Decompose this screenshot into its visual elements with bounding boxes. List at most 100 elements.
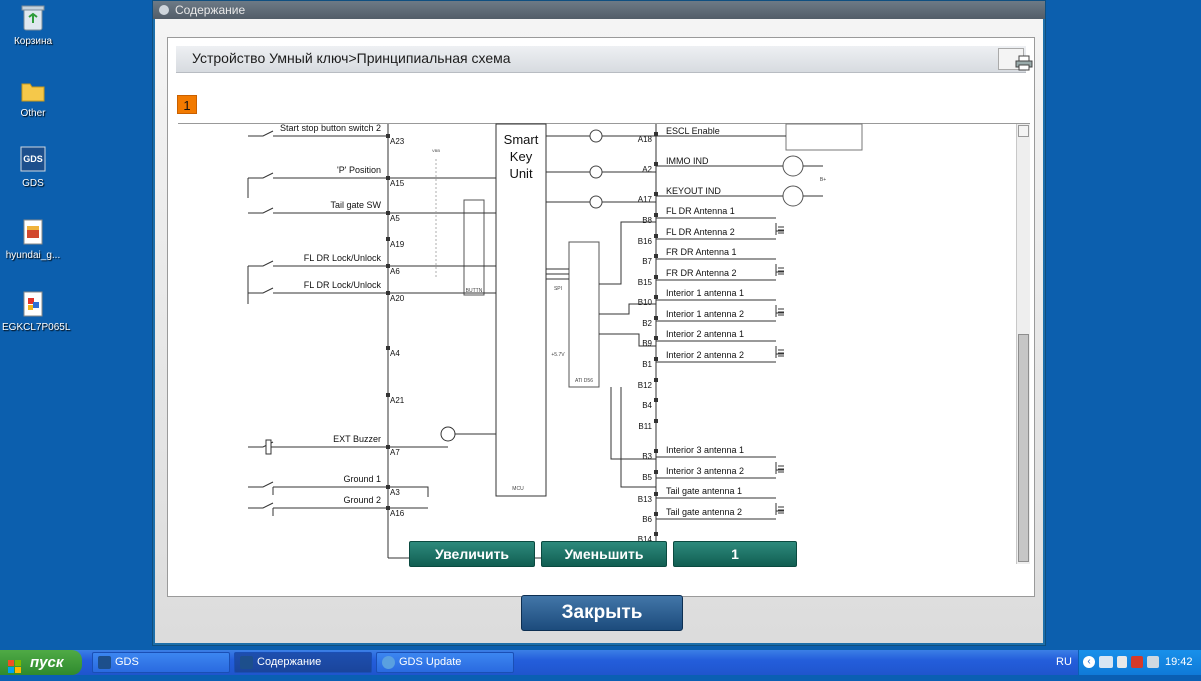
windows-flag-icon xyxy=(8,656,22,673)
output-signal-label: Interior 1 antenna 1 xyxy=(666,288,744,298)
pin-label: B7 xyxy=(642,257,652,266)
pin-marker xyxy=(386,346,390,350)
close-button[interactable]: Закрыть xyxy=(521,595,683,631)
document-file-icon xyxy=(20,290,46,318)
output-transistor-icon xyxy=(589,165,603,179)
page-select-button[interactable]: 1 xyxy=(673,541,797,567)
pin-label: B5 xyxy=(642,473,652,482)
folder-icon xyxy=(20,76,46,104)
printer-icon xyxy=(1015,53,1033,76)
output-signal-label: Tail gate antenna 1 xyxy=(666,486,742,496)
gds-app-icon xyxy=(98,656,111,669)
vertical-scrollbar[interactable] xyxy=(1016,124,1030,564)
taskbar-item-contents[interactable]: Содержание xyxy=(234,652,372,673)
pin-label: B2 xyxy=(642,319,652,328)
clock[interactable]: 19:42 xyxy=(1165,656,1193,668)
desktop-icon-other[interactable]: Other xyxy=(0,76,66,119)
window-title: Содержание xyxy=(175,3,246,17)
window-titlebar[interactable]: Содержание xyxy=(153,1,1045,19)
pin-label: A21 xyxy=(390,396,405,405)
input-signal-label: Ground 1 xyxy=(343,474,381,484)
output-signal-label: Interior 3 antenna 1 xyxy=(666,445,744,455)
desktop-icon-egkcl-document[interactable]: EGKCL7P065L xyxy=(0,290,70,333)
scrollbar-thumb[interactable] xyxy=(1018,334,1029,562)
spi-label: SPI xyxy=(554,286,562,292)
smart-key-unit-label: Key xyxy=(510,149,533,164)
pin-marker xyxy=(654,295,658,299)
smart-key-unit-box xyxy=(495,123,547,497)
pin-label: A20 xyxy=(390,294,405,303)
taskbar-item-gds[interactable]: GDS xyxy=(92,652,230,673)
tray-expand-icon[interactable]: ‹ xyxy=(1083,656,1095,668)
page-number-badge[interactable]: 1 xyxy=(177,95,197,114)
pin-marker xyxy=(654,234,658,238)
switch-symbol xyxy=(248,481,274,488)
output-signal-label: Tail gate antenna 2 xyxy=(666,507,742,517)
scroll-up-arrow-icon[interactable] xyxy=(1018,125,1029,137)
antenna-coil-icon xyxy=(775,264,784,276)
start-button[interactable]: пуск xyxy=(0,650,82,675)
print-button[interactable] xyxy=(998,48,1033,71)
output-signal-label: Interior 2 antenna 2 xyxy=(666,350,744,360)
pin-label: B6 xyxy=(642,515,652,524)
pin-marker xyxy=(654,213,658,217)
zoom-in-button[interactable]: Увеличить xyxy=(409,541,535,567)
language-indicator[interactable]: RU xyxy=(1056,656,1072,668)
keyout-indicator-lamp-icon xyxy=(782,185,804,207)
vbb-label: VBB xyxy=(432,148,440,153)
switch-symbol xyxy=(248,260,274,267)
button-ic-box xyxy=(463,199,485,296)
bluetooth-icon[interactable] xyxy=(1117,656,1127,668)
desktop-icon-recycle-bin[interactable]: Корзина xyxy=(0,4,66,47)
pin-marker xyxy=(654,254,658,258)
output-transistor-icon xyxy=(589,129,603,143)
pin-marker xyxy=(654,532,658,536)
pin-label: B3 xyxy=(642,452,652,461)
archive-file-icon xyxy=(20,218,46,246)
start-label: пуск xyxy=(30,654,64,671)
pin-label: A4 xyxy=(390,349,400,358)
pin-label: A19 xyxy=(390,240,405,249)
pin-label: A3 xyxy=(390,488,400,497)
switch-symbol xyxy=(248,207,274,214)
output-signal-label: FR DR Antenna 1 xyxy=(666,247,737,257)
contents-window: Содержание Устройство Умный ключ>Принцип… xyxy=(152,0,1046,646)
voltage-label: +5.7V xyxy=(551,352,565,358)
window-menu-icon[interactable] xyxy=(159,5,169,15)
window-body: Устройство Умный ключ>Принципиальная схе… xyxy=(155,19,1043,643)
pin-marker xyxy=(386,237,390,241)
zoom-out-button[interactable]: Уменьшить xyxy=(541,541,667,567)
pin-marker xyxy=(654,419,658,423)
output-signal-label: FL DR Antenna 2 xyxy=(666,227,735,237)
pin-marker xyxy=(654,398,658,402)
antenna-coil-icon xyxy=(775,462,784,474)
antenna-coil-icon xyxy=(775,346,784,358)
taskbar-item-gds-update[interactable]: GDS Update xyxy=(376,652,514,673)
desktop-icon-gds[interactable]: GDS GDS xyxy=(0,146,66,189)
mcu-label: MCU xyxy=(512,486,524,492)
input-signal-label: Tail gate SW xyxy=(330,200,381,210)
antenna-coil-icon xyxy=(775,305,784,317)
output-transistor-icon xyxy=(589,195,603,209)
output-signal-label: KEYOUT IND xyxy=(666,186,721,196)
ground-wires xyxy=(272,486,429,516)
antenna-coil-icon xyxy=(775,503,784,515)
pin-label: B1 xyxy=(642,360,652,369)
pin-label: A2 xyxy=(642,165,652,174)
pin-label: A18 xyxy=(638,135,653,144)
switch-symbol xyxy=(248,130,274,137)
ati-antenna-wires xyxy=(599,221,656,488)
spi-lines xyxy=(546,268,569,280)
pin-marker xyxy=(654,275,658,279)
button-ic-label: BUTTN xyxy=(466,288,483,294)
switch-symbol xyxy=(248,172,274,179)
smart-key-unit-label: Smart xyxy=(504,132,539,147)
pin-label: A15 xyxy=(390,179,405,188)
volume-icon[interactable] xyxy=(1147,656,1159,668)
desktop-icon-hyundai-archive[interactable]: hyundai_g... xyxy=(0,218,66,261)
output-signal-label: FR DR Antenna 2 xyxy=(666,268,737,278)
security-icon[interactable] xyxy=(1131,656,1143,668)
network-icon[interactable] xyxy=(1099,656,1113,668)
pin-label: A6 xyxy=(390,267,400,276)
